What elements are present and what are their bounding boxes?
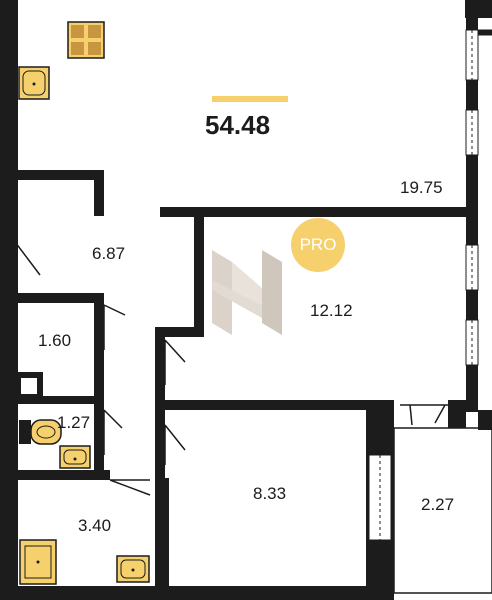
wall-storage-bottom	[18, 396, 104, 404]
balcony-outline	[393, 427, 492, 594]
wall-bath-top	[18, 470, 110, 480]
room-area-bedroom: 12.12	[310, 301, 353, 320]
wall-east	[466, 0, 478, 412]
door-icon	[164, 424, 186, 465]
wall-toilet-east	[94, 404, 104, 474]
room-area-hall: 6.87	[92, 244, 126, 263]
wall-storage-east	[94, 293, 104, 405]
room-area-balcony: 2.27	[421, 495, 455, 514]
total-area: 54.48	[205, 110, 271, 140]
sink-icon	[59, 445, 91, 469]
wall-bedroom-corner	[155, 327, 204, 337]
stove-icon	[67, 21, 105, 59]
window-lines	[379, 30, 473, 540]
door-icon	[103, 304, 126, 350]
wall-balcony-edge	[478, 410, 492, 430]
shower-tray-icon	[19, 539, 57, 585]
wall-hall-stub	[94, 170, 104, 216]
wall-bedroom2-top	[155, 400, 370, 410]
wall-balcony-corner	[448, 400, 466, 428]
door-icon	[103, 409, 123, 455]
wall-living-bedroom	[160, 207, 470, 217]
pro-badge-label: PRO	[299, 235, 337, 254]
sink-icon	[116, 555, 150, 583]
wall-ne-corner	[465, 0, 492, 18]
h-logo-icon	[212, 250, 282, 335]
wall-hall-east	[155, 337, 165, 487]
wall-bedroom2-west	[155, 478, 169, 593]
pro-badge: PRO	[291, 218, 345, 272]
doors	[0, 221, 448, 496]
wall-west	[0, 0, 18, 600]
window-sill	[477, 29, 492, 36]
wall-hall-top	[18, 170, 104, 180]
room-area-toilet: 1.27	[57, 413, 91, 432]
wall-bedroom-west	[194, 207, 204, 337]
sink-icon	[18, 66, 50, 100]
door-icon	[164, 339, 186, 385]
room-area-living: 19.75	[400, 178, 443, 197]
room-area-bath: 3.40	[78, 516, 112, 535]
shaft	[15, 372, 43, 400]
room-area-storage: 1.60	[38, 331, 72, 350]
toilet-icon	[19, 419, 62, 445]
wall-south	[0, 586, 392, 600]
door-icon	[0, 221, 41, 276]
room-area-bedroom2: 8.33	[253, 484, 287, 503]
door-icon	[400, 404, 448, 426]
wall-storage-top	[18, 293, 104, 303]
door-icon	[109, 479, 151, 496]
total-accent-bar	[212, 96, 288, 102]
